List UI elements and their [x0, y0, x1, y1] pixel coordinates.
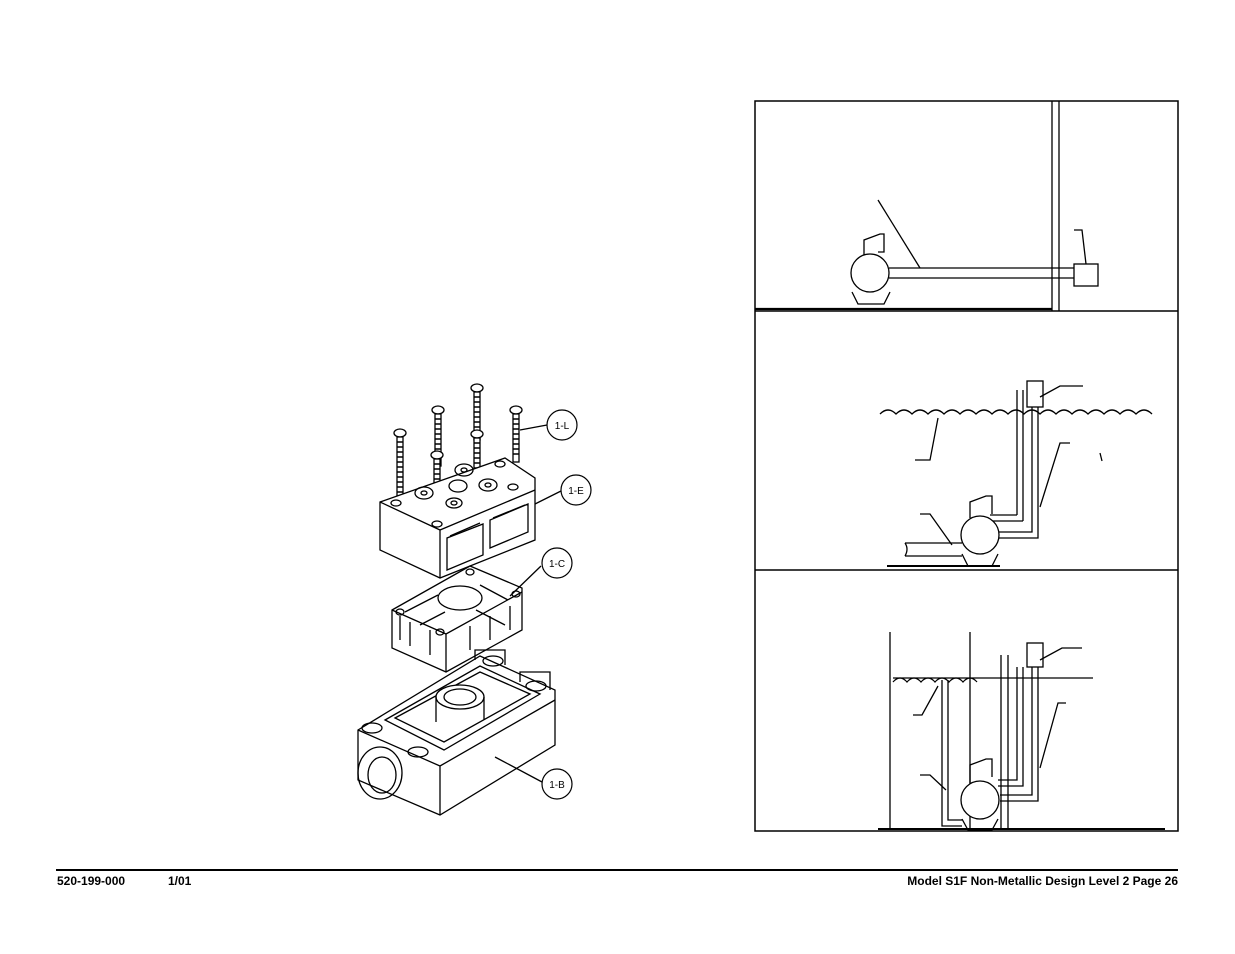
- diagram-panel-1: [755, 101, 1099, 311]
- screw-2: [431, 405, 445, 467]
- leader-1e: [534, 490, 562, 505]
- controller-box-3: [1026, 642, 1044, 668]
- leader-panel2-d: [1039, 442, 1070, 508]
- callout-1e: 1-E: [560, 474, 592, 506]
- screw-4: [509, 405, 523, 463]
- leader-panel2-c: [1039, 385, 1083, 398]
- water-surface-2: [879, 409, 1153, 415]
- tank-3: [889, 632, 971, 830]
- leader-panel2-a: [915, 417, 939, 461]
- cover-block: [379, 457, 536, 579]
- leader-panel2-b: [920, 513, 953, 546]
- plate-block: [391, 565, 523, 673]
- leader-panel1-b: [1074, 229, 1087, 265]
- leader-1b: [494, 756, 543, 783]
- callout-label-1e: 1-E: [568, 486, 584, 497]
- diagram-panel-3: [878, 632, 1165, 831]
- leader-panel3-b: [920, 774, 947, 791]
- leader-1l: [519, 424, 548, 431]
- leader-panel1-a: [877, 199, 921, 269]
- pump-body-3: [960, 780, 1000, 820]
- diagram-panel-2: [879, 380, 1153, 567]
- controller-box-1: [1073, 263, 1099, 287]
- base-block: [357, 649, 556, 816]
- callout-1c: 1-C: [541, 547, 573, 579]
- leader-panel3-c: [1039, 647, 1082, 661]
- screw-set: [393, 383, 523, 506]
- leader-panel3-a: [913, 685, 939, 716]
- controller-box-2: [1026, 380, 1044, 408]
- installation-diagrams: [754, 100, 1179, 832]
- footer-date: 1/01: [168, 874, 192, 888]
- callout-1l: 1-L: [546, 409, 578, 441]
- callout-label-1l: 1-L: [555, 421, 570, 432]
- callout-label-1c: 1-C: [549, 559, 565, 570]
- screw-3: [470, 383, 484, 441]
- callout-1b: 1-B: [541, 768, 573, 800]
- leader-1c: [509, 565, 542, 597]
- footer-rule: [56, 869, 1178, 871]
- leader-panel3-d: [1039, 702, 1066, 769]
- pump-body-1: [850, 253, 890, 293]
- callout-label-1b: 1-B: [549, 780, 565, 791]
- footer-page-title: Model S1F Non-Metallic Design Level 2 Pa…: [907, 874, 1178, 888]
- screw-1: [393, 428, 407, 504]
- pump-body-2: [960, 515, 1000, 555]
- tank-liquid-3: [892, 677, 978, 683]
- diagram-frame: [754, 100, 1179, 832]
- footer-doc-number: 520-199-000: [57, 874, 126, 888]
- exploded-assembly-view: [357, 383, 562, 816]
- screw-5: [470, 429, 484, 485]
